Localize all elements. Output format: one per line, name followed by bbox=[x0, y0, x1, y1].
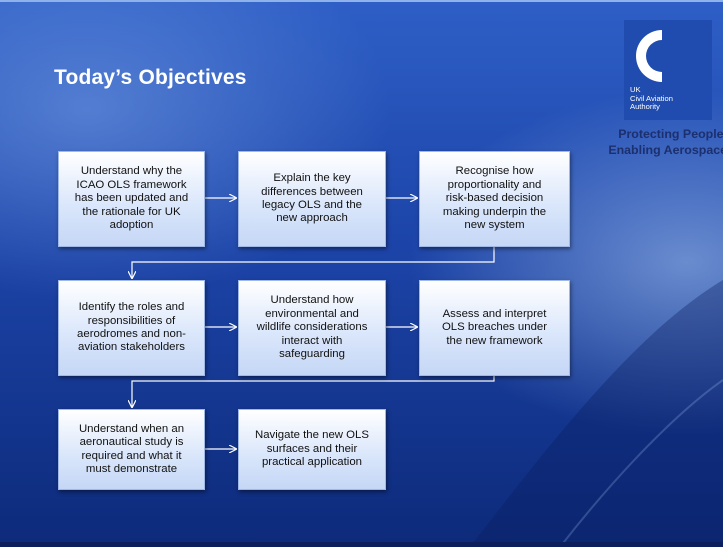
logo-line-1: UK bbox=[630, 85, 641, 94]
caa-arc-icon bbox=[636, 30, 662, 82]
objective-8-line-1: Navigate the new OLS bbox=[255, 429, 369, 442]
bottom-divider bbox=[0, 542, 723, 547]
objective-7-line-1: Understand when an bbox=[78, 422, 185, 435]
objective-1-line-2: ICAO OLS framework bbox=[76, 178, 187, 191]
arrow-6-7 bbox=[132, 376, 495, 407]
tagline: Protecting People, Enabling Aerospace bbox=[593, 126, 723, 158]
objective-box-6: Assess and interpret OLS breaches under … bbox=[419, 280, 570, 376]
objective-box-2: Explain the key differences between lega… bbox=[238, 151, 386, 247]
objective-5-line-2: environmental and bbox=[265, 307, 359, 320]
slide-title: Today’s Objectives bbox=[54, 66, 247, 89]
objective-5-line-4: interact with bbox=[281, 334, 343, 347]
objective-5-line-3: wildlife considerations bbox=[256, 321, 368, 334]
objective-6-line-3: the new framework bbox=[446, 334, 543, 347]
top-divider bbox=[0, 0, 723, 2]
objective-8-line-2: surfaces and their bbox=[266, 442, 358, 455]
objective-box-7: Understand when an aeronautical study is… bbox=[58, 409, 205, 490]
objective-1-line-3: has been updated and bbox=[74, 192, 189, 205]
objective-1-line-5: adoption bbox=[109, 219, 154, 232]
objective-3-line-5: new system bbox=[464, 219, 525, 232]
objective-3-line-1: Recognise how bbox=[455, 165, 534, 178]
objective-2-line-3: legacy OLS and the bbox=[261, 199, 363, 211]
objective-6-line-1: Assess and interpret bbox=[442, 307, 547, 320]
objective-1-line-4: the rationale for UK bbox=[82, 205, 181, 218]
logo-line-3: Authority bbox=[630, 102, 660, 112]
objective-1-line-1: Understand why the bbox=[80, 165, 183, 178]
objective-2-line-2: differences between bbox=[261, 185, 363, 198]
objective-4-line-4: aviation stakeholders bbox=[77, 341, 185, 354]
objective-box-1: Understand why the ICAO OLS framework ha… bbox=[58, 151, 205, 247]
tagline-line-2: Enabling Aerospace bbox=[608, 143, 723, 157]
objective-box-5: Understand how environmental and wildlif… bbox=[238, 280, 386, 376]
objective-4-line-3: aerodromes and non- bbox=[77, 328, 186, 340]
objective-4-line-1: Identify the roles and bbox=[78, 301, 185, 314]
objective-7-line-3: required and what it bbox=[81, 449, 182, 462]
objective-8-line-3: practical application bbox=[261, 456, 363, 469]
objective-7-line-2: aeronautical study is bbox=[79, 436, 184, 449]
objective-2-line-1: Explain the key bbox=[273, 172, 351, 185]
objective-6-line-2: OLS breaches under bbox=[441, 321, 548, 334]
objective-3-line-4: making underpin the bbox=[442, 205, 547, 218]
logo-text: UK Civil Aviation Authority bbox=[630, 85, 712, 112]
objective-box-8: Navigate the new OLS surfaces and their … bbox=[238, 409, 386, 490]
objective-5-line-1: Understand how bbox=[270, 294, 354, 307]
objective-3-line-3: risk-based decision bbox=[445, 192, 544, 205]
tagline-line-1: Protecting People, bbox=[618, 127, 723, 141]
caa-logo: UK Civil Aviation Authority bbox=[624, 20, 712, 120]
objective-box-3: Recognise how proportionality and risk-b… bbox=[419, 151, 570, 247]
objective-2-line-4: new approach bbox=[276, 212, 348, 225]
objective-3-line-2: proportionality and bbox=[447, 178, 542, 191]
objective-7-line-4: must demonstrate bbox=[85, 462, 178, 475]
objective-4-line-2: responsibilities of bbox=[87, 314, 176, 327]
objective-5-line-5: safeguarding bbox=[279, 348, 345, 361]
logo-line-2: Civil Aviation bbox=[630, 93, 673, 103]
objective-box-4: Identify the roles and responsibilities … bbox=[58, 280, 205, 376]
arrow-3-4 bbox=[132, 247, 495, 278]
